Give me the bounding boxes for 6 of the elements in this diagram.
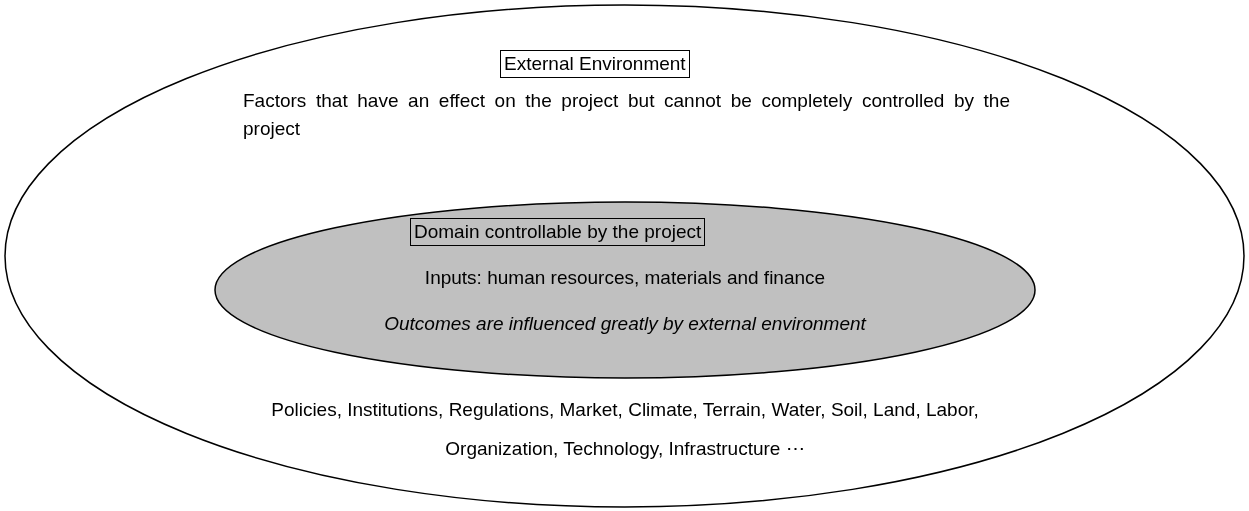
description-text: Inputs: human resources, materials and finance bbox=[423, 266, 827, 290]
region-heading: Domain controllable by the project bbox=[410, 218, 706, 246]
description-text: Factors that have an effect on the project but cannot be completely controlled by the project bbox=[243, 89, 1010, 141]
factor-list: Policies, Institutions, Regulations, Market, Climate, Terrain, Water, Soil, Land, Labor, Organization, Technology, Infrastructure ⋯ bbox=[260, 390, 990, 468]
note-text: Outcomes are influenced greatly by external environment bbox=[383, 312, 868, 336]
region-heading: External Environment bbox=[500, 50, 690, 78]
